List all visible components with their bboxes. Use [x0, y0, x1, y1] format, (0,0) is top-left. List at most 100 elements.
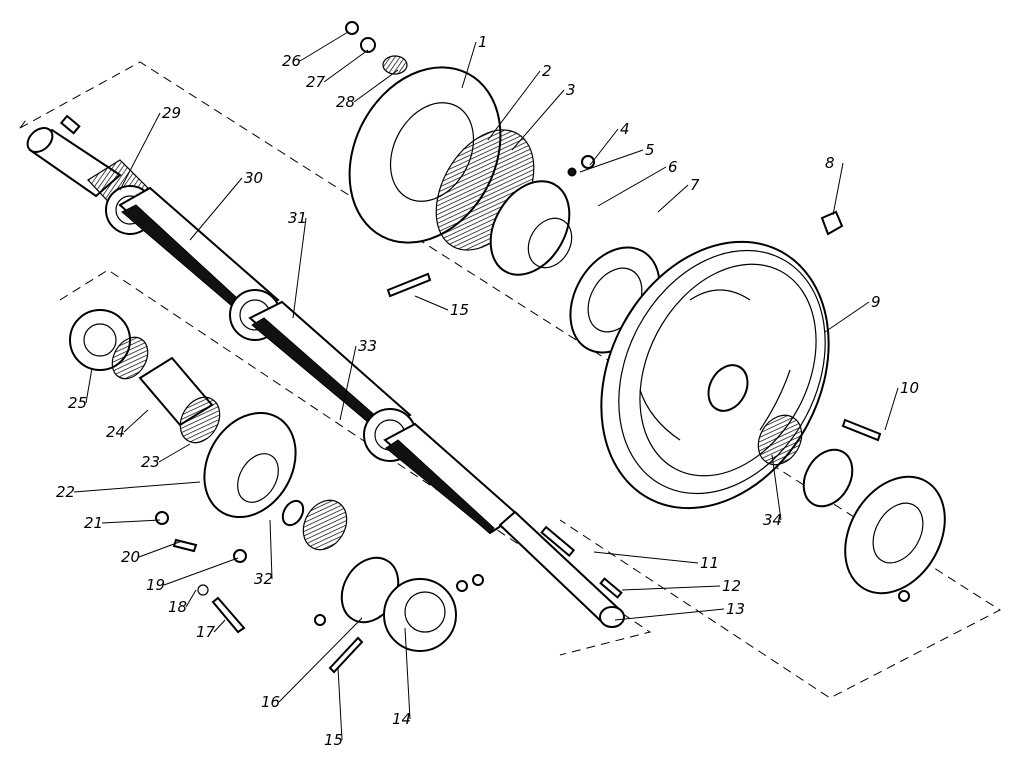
callout-leader-line: [269, 519, 273, 580]
callout-label: 33: [358, 337, 377, 355]
callout-label: 20: [121, 548, 140, 566]
callout-label: 4: [620, 120, 630, 138]
callout-13: 13: [614, 600, 745, 621]
callout-6: 6: [597, 158, 678, 207]
callout-leader-line: [101, 519, 161, 524]
callout-label: 14: [392, 710, 411, 728]
callout-leader-line: [138, 540, 183, 558]
callout-label: 17: [196, 623, 216, 641]
callout-leader-line: [213, 619, 226, 633]
callout-label: 15: [450, 301, 469, 319]
callout-1: 1: [461, 33, 488, 89]
callout-15b: 15: [414, 295, 469, 319]
shaft-end-13: [599, 606, 625, 628]
bolt-15-upper: [386, 272, 432, 298]
callout-label: 18: [168, 598, 187, 616]
callout-32: 32: [254, 519, 273, 588]
callout-29: 29: [119, 104, 181, 191]
callout-20: 20: [121, 540, 183, 566]
callout-22: 22: [56, 481, 201, 501]
main-shaft-assembly: [26, 114, 625, 628]
callout-30: 30: [189, 169, 263, 241]
bearing-33: [302, 499, 348, 551]
callout-label: 25: [68, 394, 87, 412]
callout-leader-line: [614, 608, 725, 621]
callout-3: 3: [511, 81, 576, 151]
bolt-17: [211, 596, 246, 634]
spring-28: [382, 55, 408, 75]
callout-leader-line: [487, 70, 541, 141]
callout-leader-line: [414, 295, 449, 311]
pulley-assembly-top: [345, 21, 661, 354]
callout-leader-line: [123, 409, 149, 433]
hub-6: [489, 180, 571, 276]
callout-leader-line: [884, 387, 899, 431]
callout-2: 2: [487, 62, 552, 141]
callout-leader-line: [593, 551, 699, 564]
callout-23: 23: [141, 443, 191, 471]
callout-5: 5: [579, 141, 655, 173]
callout-leader-line: [337, 667, 343, 741]
callout-label: 28: [336, 93, 355, 111]
bolt-10: [841, 418, 882, 442]
callout-label: 24: [106, 423, 125, 441]
callout-leader-line: [824, 301, 870, 333]
grease-fitting-8: [820, 210, 844, 236]
washer-5: [567, 167, 577, 177]
callout-12: 12: [621, 577, 741, 595]
housing-22: [203, 411, 297, 519]
bolt-20: [172, 538, 198, 553]
washer-27: [360, 37, 376, 53]
callout-leader-line: [771, 454, 782, 521]
callout-31: 31: [288, 209, 307, 319]
nut-26: [345, 21, 359, 35]
callout-8: 8: [825, 154, 844, 216]
left-bearing-assembly: [69, 309, 484, 674]
callout-leader-line: [657, 184, 689, 213]
callout-14: 14: [392, 627, 411, 728]
callout-label: 13: [726, 600, 745, 618]
bolt-15-lower: [328, 636, 364, 674]
callout-label: 21: [84, 514, 103, 532]
callout-21: 21: [84, 514, 161, 532]
bearing-34: [757, 414, 803, 466]
callout-leader-line: [621, 585, 721, 591]
bearing-23: [179, 396, 221, 444]
callout-label: 8: [825, 154, 835, 172]
callout-19: 19: [146, 557, 239, 594]
callout-label: 10: [900, 379, 919, 397]
key-left: [59, 114, 81, 135]
callout-leader-line: [404, 627, 411, 720]
callout-15: 15: [324, 667, 343, 749]
callout-leader-line: [73, 481, 201, 493]
callout-33: 33: [339, 337, 377, 421]
callout-leader-line: [323, 49, 369, 83]
callout-label: 30: [244, 169, 263, 187]
callout-leader-line: [85, 367, 93, 404]
callout-leader-line: [278, 617, 363, 703]
flange-hub: [844, 475, 946, 595]
callout-10: 10: [884, 379, 919, 431]
callout-34: 34: [763, 454, 782, 529]
callout-label: 9: [871, 293, 881, 311]
callout-label: 12: [722, 577, 741, 595]
callout-17: 17: [196, 619, 226, 641]
callout-label: 27: [306, 73, 326, 91]
callout-label: 7: [690, 176, 700, 194]
callout-16: 16: [261, 617, 363, 711]
sprocket-14: [383, 578, 457, 652]
callout-leader-line: [461, 41, 477, 89]
callout-leader-line: [339, 345, 357, 421]
callout-label: 22: [56, 483, 75, 501]
callout-leader-line: [299, 31, 349, 62]
callout-leader-line: [597, 166, 667, 207]
callout-label: 34: [763, 511, 782, 529]
callout-label: 26: [282, 52, 301, 70]
callout-27: 27: [306, 49, 369, 91]
callouts-layer: 1234567891011121314151516171819202122232…: [56, 31, 919, 749]
callout-leader-line: [189, 177, 243, 241]
callout-4: 4: [589, 120, 630, 166]
callout-label: 11: [700, 554, 719, 572]
right-hub-assembly: [757, 414, 946, 602]
